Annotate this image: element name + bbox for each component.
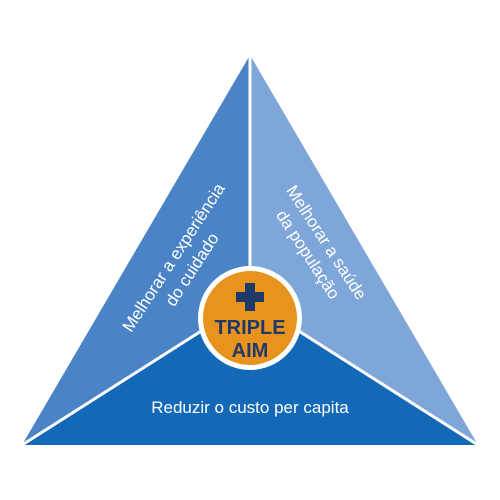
plus-icon <box>236 283 264 311</box>
center-badge: TRIPLE AIM <box>198 266 302 370</box>
bottom-panel <box>22 300 478 445</box>
bottom-panel-label: Reduzir o custo per capita <box>151 398 349 417</box>
left-panel <box>22 55 250 445</box>
center-label-line2: AIM <box>232 340 269 362</box>
right-panel <box>250 55 478 445</box>
center-label-line1: TRIPLE <box>214 317 285 339</box>
